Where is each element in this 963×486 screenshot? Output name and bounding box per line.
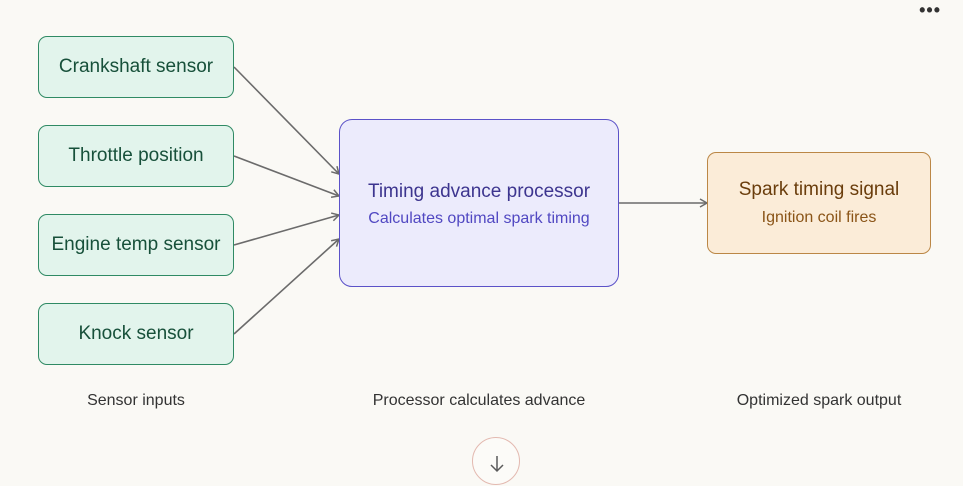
knock-sensor-label: Knock sensor — [78, 323, 194, 344]
engine-temp-sensor-node: Engine temp sensor — [38, 214, 234, 276]
arrow-crankshaft-to-processor — [233, 66, 341, 176]
output-subtitle: Ignition coil fires — [761, 209, 877, 226]
knock-sensor-node: Knock sensor — [38, 303, 234, 365]
more-options-button[interactable]: ••• — [919, 0, 941, 20]
crankshaft-sensor-label: Crankshaft sensor — [58, 56, 214, 77]
timing-advance-processor-node: Timing advance processor Calculates opti… — [339, 119, 619, 287]
processor-subtitle: Calculates optimal spark timing — [368, 209, 590, 227]
crankshaft-sensor-node: Crankshaft sensor — [38, 36, 234, 98]
throttle-position-label: Throttle position — [68, 145, 204, 166]
processor-title: Timing advance processor — [367, 180, 591, 202]
throttle-position-node: Throttle position — [38, 125, 234, 187]
arrow-knock-to-processor — [233, 237, 341, 335]
engine-temp-sensor-label: Engine temp sensor — [51, 234, 221, 255]
arrow-throttle-to-processor — [233, 155, 341, 198]
output-title: Spark timing signal — [738, 179, 900, 200]
arrow-down-icon — [490, 456, 504, 473]
stage-label-inputs: Sensor inputs — [87, 392, 185, 409]
scroll-down-button[interactable] — [472, 437, 520, 485]
stage-label-output: Optimized spark output — [736, 392, 902, 409]
connector-layer — [233, 66, 709, 335]
spark-timing-signal-node: Spark timing signal Ignition coil fires — [707, 152, 931, 254]
arrow-temp-to-processor — [233, 212, 341, 246]
stage-label-processor: Processor calculates advance — [372, 392, 586, 409]
